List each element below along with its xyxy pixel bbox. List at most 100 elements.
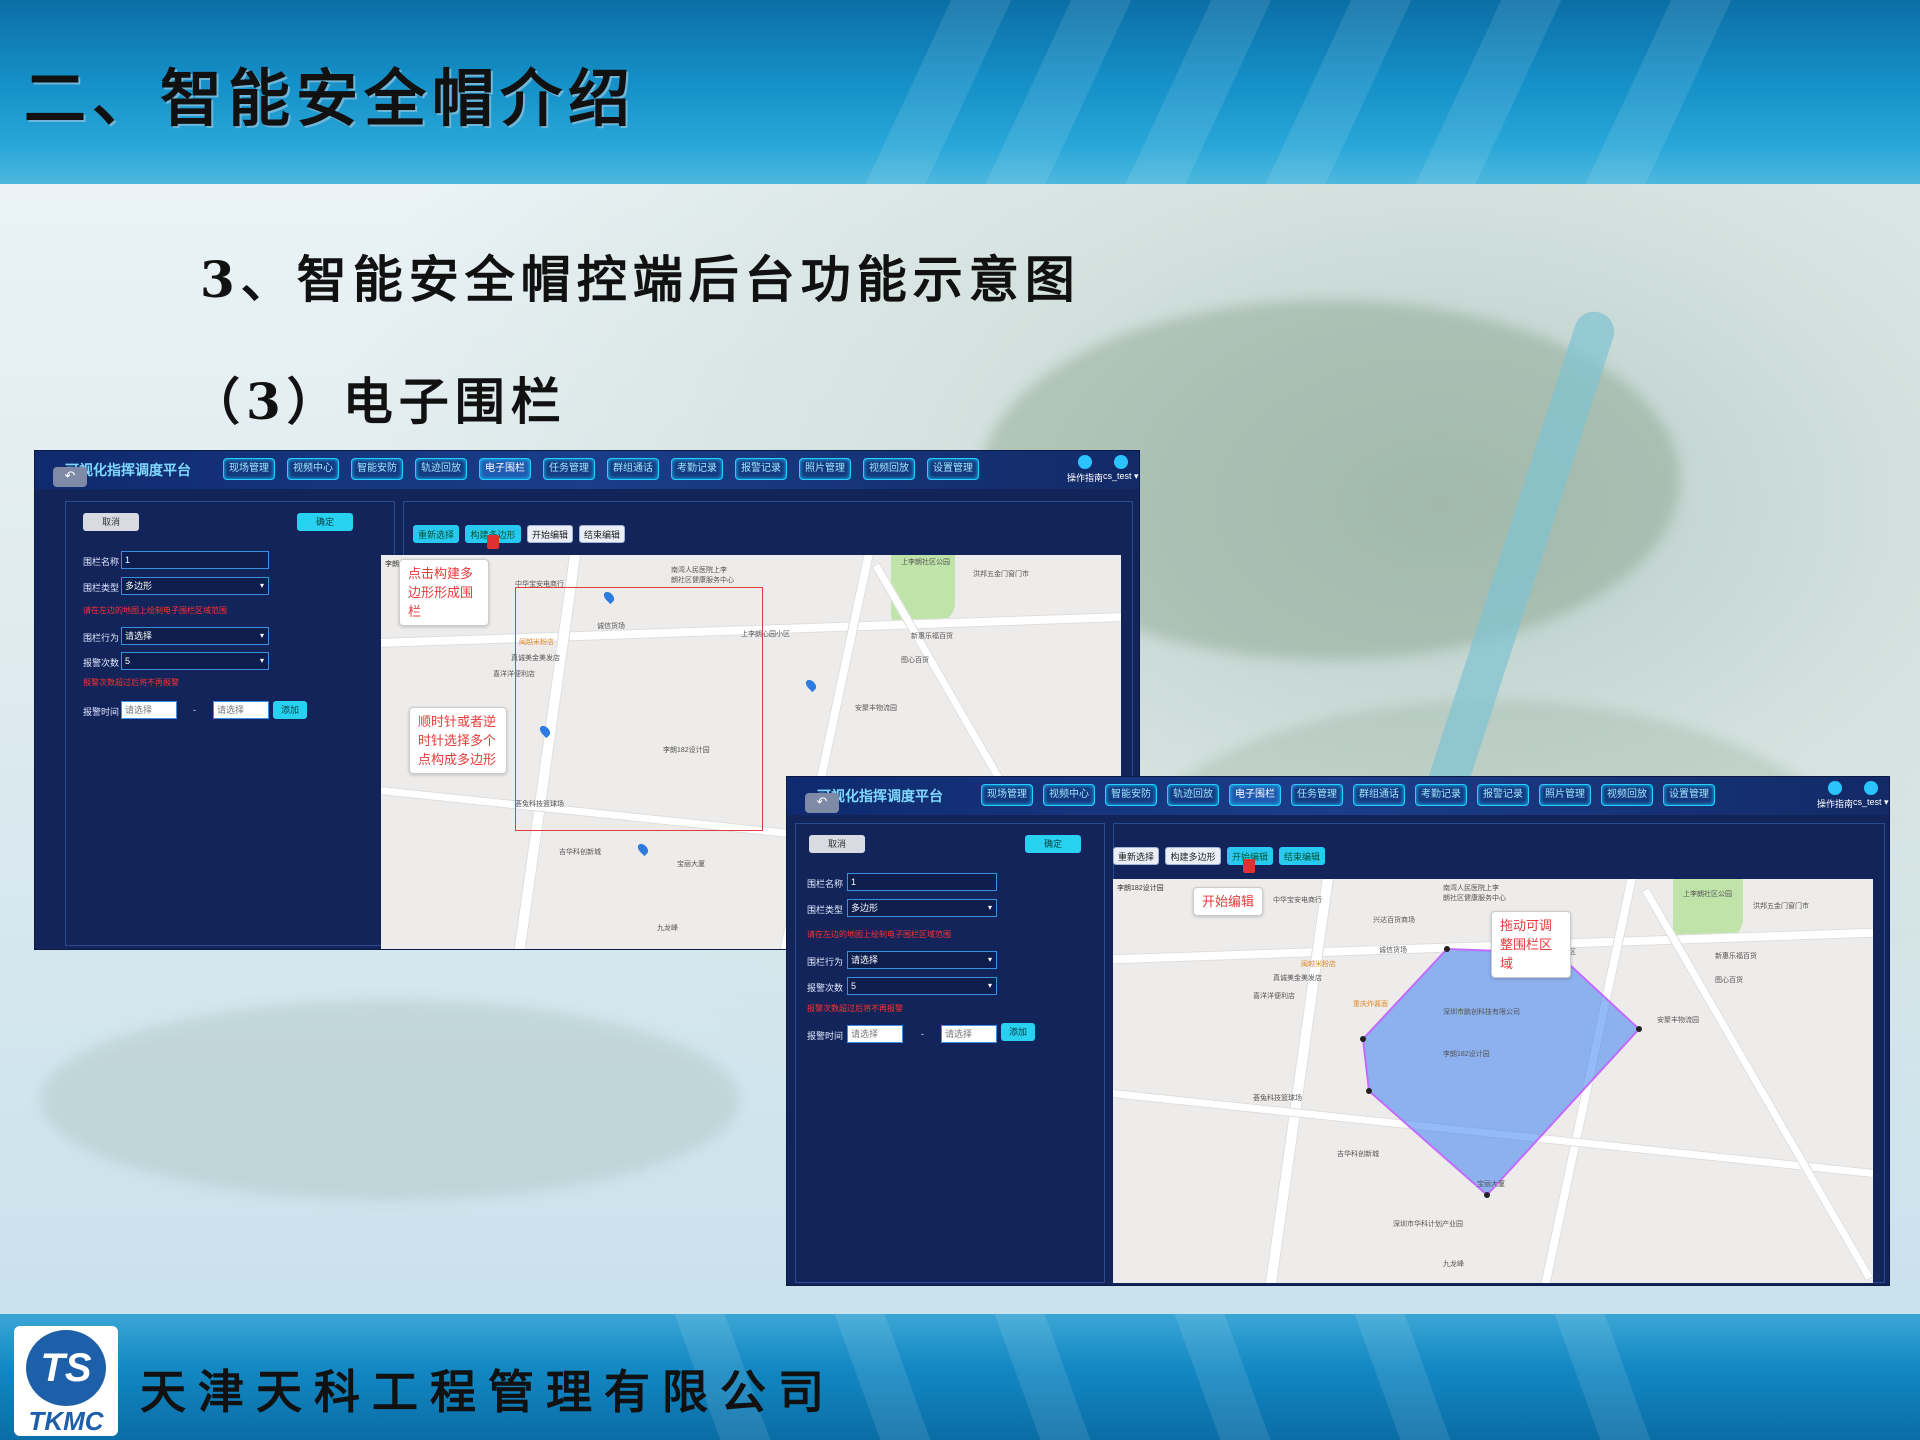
start-edit-button[interactable]: 开始编辑 <box>527 525 573 543</box>
callout-select-points: 顺时针或者逆时针选择多个点构成多边形 <box>409 707 507 774</box>
undo-arrow-icon[interactable]: ↶ <box>805 793 839 813</box>
chevron-down-icon: ▾ <box>259 631 264 640</box>
map-search-text: 李朗182设计园 <box>1117 885 1164 892</box>
avatar-icon <box>1113 455 1128 469</box>
alarm-time-start[interactable]: 请选择 <box>847 1025 903 1043</box>
app-window-edit-polygon: 可视化指挥调度平台 ↶ 现场管理 视频中心 智能安防 轨迹回放 电子围栏 任务管… <box>786 776 1890 1286</box>
nav-settings[interactable]: 设置管理 <box>927 458 979 480</box>
nav-playback[interactable]: 视频回放 <box>863 458 915 480</box>
nav-xianchang[interactable]: 现场管理 <box>981 784 1033 806</box>
alarm-count-select[interactable]: 5▾ <box>847 977 997 995</box>
end-edit-button[interactable]: 结束编辑 <box>579 525 625 543</box>
nav-security[interactable]: 智能安防 <box>1105 784 1157 806</box>
nav-photo[interactable]: 照片管理 <box>799 458 851 480</box>
nav-task[interactable]: 任务管理 <box>543 458 595 480</box>
form-panel <box>795 823 1105 1283</box>
fence-action-label: 围栏行为 <box>807 957 844 967</box>
chevron-down-icon: ▾ <box>987 903 992 912</box>
fence-type-label: 围栏类型 <box>83 583 120 593</box>
end-edit-button[interactable]: 结束编辑 <box>1279 847 1325 865</box>
fence-name-input[interactable]: 1 <box>847 873 997 891</box>
fence-type-select[interactable]: 多边形▾ <box>121 577 269 595</box>
build-polygon-button[interactable]: 构建多边形 <box>1165 847 1221 865</box>
nav-track[interactable]: 轨迹回放 <box>415 458 467 480</box>
chevron-down-icon: ▾ <box>259 656 264 665</box>
reselect-button[interactable]: 重新选择 <box>1113 847 1159 865</box>
alarm-time-end[interactable]: 请选择 <box>941 1025 997 1043</box>
alarm-count-hint: 报警次数超过后将不再报警 <box>807 1004 903 1013</box>
fence-type-label: 围栏类型 <box>807 905 844 915</box>
nav-fence[interactable]: 电子围栏 <box>479 458 531 480</box>
nav-track[interactable]: 轨迹回放 <box>1167 784 1219 806</box>
reselect-button[interactable]: 重新选择 <box>413 525 459 543</box>
cancel-button[interactable]: 取消 <box>83 513 139 531</box>
chevron-down-icon: ▾ <box>987 955 992 964</box>
time-separator: - <box>193 705 196 715</box>
time-separator: - <box>921 1029 924 1039</box>
alarm-count-hint: 报警次数超过后将不再报警 <box>83 678 179 687</box>
nav-photo[interactable]: 照片管理 <box>1539 784 1591 806</box>
alarm-time-label: 报警时间 <box>83 707 120 717</box>
alarm-time-label: 报警时间 <box>807 1031 844 1041</box>
map-pin-icon[interactable] <box>635 841 651 857</box>
nav-settings[interactable]: 设置管理 <box>1663 784 1715 806</box>
fence-action-select[interactable]: 请选择▾ <box>847 951 997 969</box>
fence-action-select[interactable]: 请选择▾ <box>121 627 269 645</box>
header-band <box>0 0 1920 184</box>
alarm-count-label: 报警次数 <box>807 983 844 993</box>
map-view[interactable]: 李朗182设计园 南湾人民医院上李 朗社区健康服务中心 上李朗社区公园 洪邦五金… <box>1113 879 1873 1283</box>
nav-attendance[interactable]: 考勤记录 <box>671 458 723 480</box>
add-time-button[interactable]: 添加 <box>1001 1023 1035 1041</box>
section-heading: （3）电子围栏 <box>190 372 567 431</box>
nav-alarm[interactable]: 报警记录 <box>735 458 787 480</box>
compass-icon <box>1078 455 1092 469</box>
nav-video-center[interactable]: 视频中心 <box>1043 784 1095 806</box>
hand-cursor-icon <box>1243 859 1255 873</box>
callout-start-edit: 开始编辑 <box>1193 887 1264 916</box>
callout-drag-adjust: 拖动可调整围栏区域 <box>1491 911 1571 978</box>
nav-task[interactable]: 任务管理 <box>1291 784 1343 806</box>
company-name: 天津天科工程管理有限公司 <box>140 1365 836 1419</box>
nav-video-center[interactable]: 视频中心 <box>287 458 339 480</box>
nav-playback[interactable]: 视频回放 <box>1601 784 1653 806</box>
map-pin-icon[interactable] <box>803 677 819 693</box>
nav-group-call[interactable]: 群组通话 <box>1353 784 1405 806</box>
guide-link[interactable]: 操作指南 <box>1817 781 1853 810</box>
fence-type-select[interactable]: 多边形▾ <box>847 899 997 917</box>
undo-arrow-icon[interactable]: ↶ <box>53 467 87 487</box>
avatar-icon <box>1863 781 1878 795</box>
nav-alarm[interactable]: 报警记录 <box>1477 784 1529 806</box>
slide-title: 二、智能安全帽介绍 <box>24 62 637 135</box>
app-brand: 可视化指挥调度平台 <box>65 462 191 478</box>
confirm-button[interactable]: 确定 <box>1025 835 1081 853</box>
confirm-button[interactable]: 确定 <box>297 513 353 531</box>
user-menu[interactable]: cs_test ▾ <box>1853 781 1889 808</box>
alarm-count-label: 报警次数 <box>83 658 120 668</box>
chevron-down-icon: ▾ <box>259 581 264 590</box>
fence-type-hint: 请在左边的地图上绘制电子围栏区域范围 <box>807 930 951 939</box>
alarm-time-start[interactable]: 请选择 <box>121 701 177 719</box>
fence-type-hint: 请在左边的地图上绘制电子围栏区域范围 <box>83 606 227 615</box>
user-menu[interactable]: cs_test ▾ <box>1103 455 1139 482</box>
footer-band <box>0 1314 1920 1440</box>
polygon-selection-box <box>515 587 763 831</box>
compass-icon <box>1828 781 1842 795</box>
slide-subtitle: 3、智能安全帽控端后台功能示意图 <box>200 250 1081 309</box>
fence-name-label: 围栏名称 <box>83 557 120 567</box>
hand-cursor-icon <box>487 535 499 549</box>
nav-fence[interactable]: 电子围栏 <box>1229 784 1281 806</box>
nav-xianchang[interactable]: 现场管理 <box>223 458 275 480</box>
add-time-button[interactable]: 添加 <box>273 701 307 719</box>
nav-attendance[interactable]: 考勤记录 <box>1415 784 1467 806</box>
alarm-time-end[interactable]: 请选择 <box>213 701 269 719</box>
fence-name-label: 围栏名称 <box>807 879 844 889</box>
nav-group-call[interactable]: 群组通话 <box>607 458 659 480</box>
nav-security[interactable]: 智能安防 <box>351 458 403 480</box>
cancel-button[interactable]: 取消 <box>809 835 865 853</box>
fence-name-input[interactable]: 1 <box>121 551 269 569</box>
guide-link[interactable]: 操作指南 <box>1067 455 1103 484</box>
chevron-down-icon: ▾ <box>987 981 992 990</box>
fence-action-label: 围栏行为 <box>83 633 120 643</box>
alarm-count-select[interactable]: 5▾ <box>121 652 269 670</box>
app-brand: 可视化指挥调度平台 <box>817 788 943 804</box>
